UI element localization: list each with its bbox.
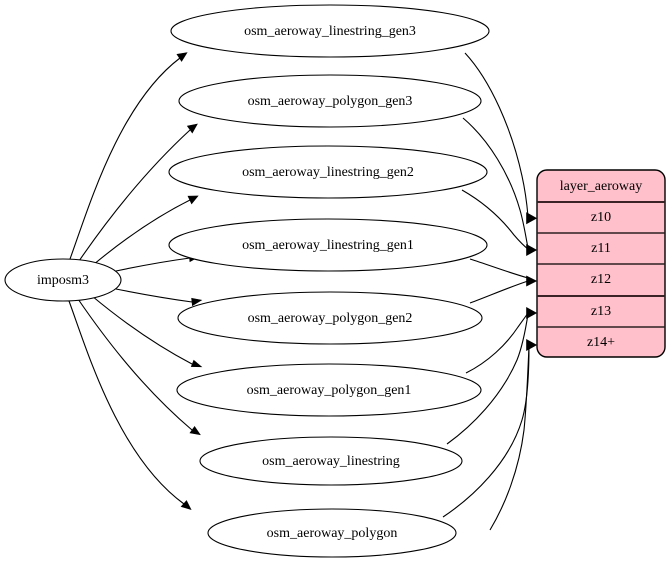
layer-aeroway-row-z12-label[interactable]: z12 bbox=[591, 272, 611, 287]
layer-aeroway-row-z11-label[interactable]: z11 bbox=[591, 241, 611, 256]
edge-imposm3-to-linestring bbox=[77, 298, 193, 431]
node-osm-aeroway-linestring-gen1-label: osm_aeroway_linestring_gen1 bbox=[242, 238, 414, 253]
node-osm-aeroway-linestring-gen2[interactable]: osm_aeroway_linestring_gen2 bbox=[168, 145, 488, 199]
edge-polygon-gen3-to-z11 bbox=[462, 117, 529, 249]
node-osm-aeroway-polygon-gen3[interactable]: osm_aeroway_polygon_gen3 bbox=[178, 74, 482, 128]
arrowhead-linestring-gen2 bbox=[187, 195, 199, 205]
arrowhead-polygon-gen1 bbox=[190, 359, 203, 368]
layer-aeroway-header-label: layer_aeroway bbox=[560, 179, 642, 194]
edge-imposm3-to-linestring-gen1 bbox=[115, 257, 191, 272]
arrowhead-row-z11 bbox=[526, 243, 538, 257]
edge-imposm3-to-linestring-gen3 bbox=[69, 57, 181, 260]
node-imposm3-shape[interactable] bbox=[4, 258, 122, 302]
edges-source-to-nodes bbox=[68, 52, 203, 510]
layer-aeroway-row-z10-label[interactable]: z10 bbox=[591, 210, 611, 225]
node-osm-aeroway-linestring-label: osm_aeroway_linestring bbox=[262, 454, 400, 469]
node-osm-aeroway-linestring-shape[interactable] bbox=[199, 436, 463, 486]
node-osm-aeroway-polygon-gen2[interactable]: osm_aeroway_polygon_gen2 bbox=[177, 291, 483, 345]
node-osm-aeroway-linestring-gen3[interactable]: osm_aeroway_linestring_gen3 bbox=[170, 4, 490, 58]
edge-polygon-gen2-to-z12 bbox=[469, 280, 529, 304]
node-layer-aeroway-table[interactable]: layer_aeroway z10 z11 z12 z13 z14+ bbox=[536, 169, 666, 358]
layer-aeroway-row-z13-label[interactable]: z13 bbox=[591, 304, 611, 319]
edge-polygon-to-z14plus-tail bbox=[489, 346, 530, 531]
arrowhead-polygon-gen2 bbox=[191, 297, 203, 307]
arrowhead-row-z14plus bbox=[526, 338, 538, 352]
arrowhead-row-z10 bbox=[526, 212, 538, 225]
node-osm-aeroway-linestring-gen2-shape[interactable] bbox=[168, 145, 488, 199]
node-osm-aeroway-linestring[interactable]: osm_aeroway_linestring bbox=[199, 436, 463, 486]
arrowhead-linestring-gen3 bbox=[176, 52, 188, 62]
edge-imposm3-to-polygon-gen2 bbox=[115, 288, 193, 303]
node-osm-aeroway-linestring-gen1[interactable]: osm_aeroway_linestring_gen1 bbox=[168, 218, 488, 272]
node-osm-aeroway-polygon-gen2-shape[interactable] bbox=[177, 291, 483, 345]
edge-polygon-to-z14plus bbox=[442, 345, 530, 518]
edge-linestring-gen1-to-z12 bbox=[469, 258, 529, 279]
edge-imposm3-to-polygon-gen3 bbox=[78, 129, 191, 262]
node-osm-aeroway-linestring-gen3-label: osm_aeroway_linestring_gen3 bbox=[244, 24, 416, 39]
edge-imposm3-to-linestring-gen2 bbox=[92, 199, 191, 266]
arrowhead-polygon-gen3 bbox=[186, 123, 198, 134]
node-osm-aeroway-polygon-label: osm_aeroway_polygon bbox=[267, 526, 398, 541]
edge-linestring-gen2-to-z11 bbox=[461, 189, 529, 250]
node-osm-aeroway-polygon[interactable]: osm_aeroway_polygon bbox=[207, 508, 457, 558]
node-osm-aeroway-polygon-gen3-shape[interactable] bbox=[178, 74, 482, 128]
layer-aeroway-row-z14plus-label[interactable]: z14+ bbox=[587, 335, 615, 350]
node-osm-aeroway-linestring-gen3-shape[interactable] bbox=[170, 4, 490, 58]
node-osm-aeroway-polygon-gen2-label: osm_aeroway_polygon_gen2 bbox=[248, 311, 413, 326]
arrowhead-linestring bbox=[189, 425, 201, 436]
node-osm-aeroway-polygon-gen1-label: osm_aeroway_polygon_gen1 bbox=[247, 383, 412, 398]
edges-nodes-to-table bbox=[442, 52, 538, 531]
node-osm-aeroway-polygon-gen1-shape[interactable] bbox=[176, 363, 482, 417]
node-osm-aeroway-polygon-gen3-label: osm_aeroway_polygon_gen3 bbox=[248, 94, 413, 109]
arrowhead-row-z13 bbox=[526, 306, 538, 320]
edge-imposm3-to-polygon-gen1 bbox=[91, 295, 193, 365]
node-osm-aeroway-polygon-gen1[interactable]: osm_aeroway_polygon_gen1 bbox=[176, 363, 482, 417]
arrowhead-polygon bbox=[180, 500, 192, 510]
edge-imposm3-to-polygon bbox=[68, 300, 185, 505]
node-osm-aeroway-linestring-gen1-shape[interactable] bbox=[168, 218, 488, 272]
node-imposm3[interactable]: imposm3 bbox=[4, 258, 122, 302]
edge-linestring-to-z13 bbox=[446, 313, 529, 445]
node-imposm3-label: imposm3 bbox=[37, 273, 89, 288]
node-osm-aeroway-polygon-shape[interactable] bbox=[207, 508, 457, 558]
node-osm-aeroway-linestring-gen2-label: osm_aeroway_linestring_gen2 bbox=[242, 165, 414, 180]
edge-linestring-gen3-to-z10 bbox=[464, 52, 529, 217]
edge-polygon-gen1-to-z13 bbox=[465, 312, 529, 374]
